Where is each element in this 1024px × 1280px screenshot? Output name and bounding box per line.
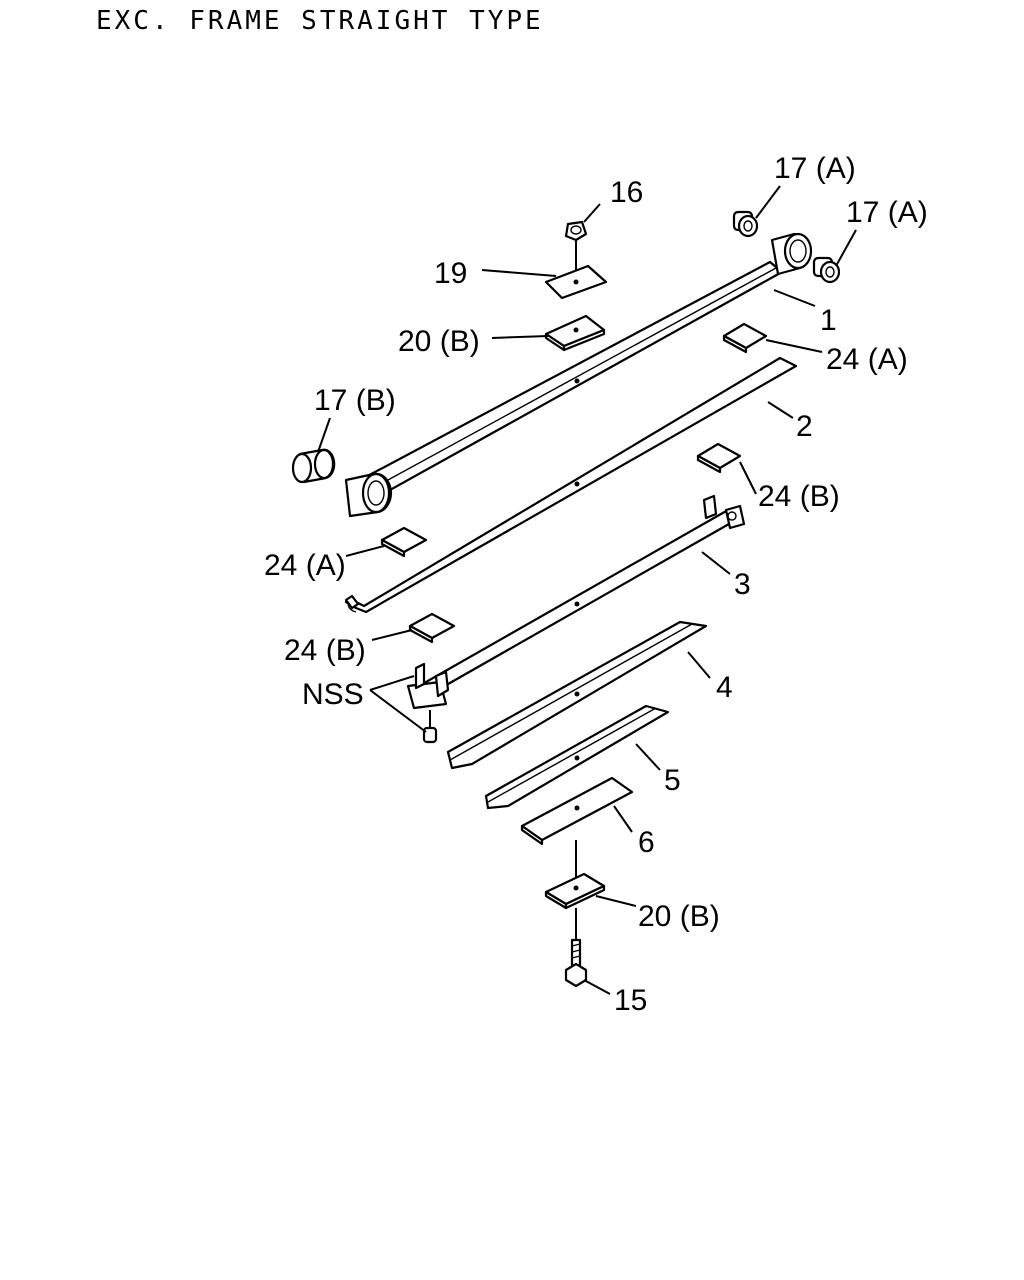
label-nss: NSS — [302, 678, 364, 711]
pad-24a-left — [380, 526, 428, 558]
label-2: 2 — [796, 410, 813, 443]
leaf-part-3 — [406, 494, 746, 710]
bush-17a-right — [812, 256, 841, 284]
pad-24b-right — [696, 442, 742, 474]
label-24a-right: 24 (A) — [826, 343, 908, 376]
leaf-part-2 — [344, 356, 798, 614]
label-5: 5 — [664, 764, 681, 797]
plate-20b-bottom — [544, 872, 606, 910]
leaf-eye-rear — [770, 232, 813, 276]
diagram-title: EXC. FRAME STRAIGHT TYPE — [96, 6, 544, 36]
label-24b-left: 24 (B) — [284, 634, 366, 667]
label-20b-bottom: 20 (B) — [638, 900, 720, 933]
bush-17b — [291, 448, 336, 484]
leader-lines — [317, 185, 857, 995]
pad-24a-right — [722, 322, 768, 354]
label-17a-right: 17 (A) — [846, 196, 928, 229]
leaf-part-5 — [484, 704, 670, 810]
label-1: 1 — [820, 304, 837, 337]
nss-rivet — [422, 710, 438, 744]
label-17b: 17 (B) — [314, 384, 396, 417]
plate-20b-top — [544, 314, 606, 352]
nut-part-16 — [564, 220, 588, 280]
leaf-eye-front — [344, 472, 392, 518]
label-4: 4 — [716, 671, 733, 704]
label-19: 19 — [434, 257, 467, 290]
leaf-part-4 — [446, 620, 708, 770]
label-3: 3 — [734, 568, 751, 601]
label-24a-left: 24 (A) — [264, 549, 346, 582]
label-6: 6 — [638, 826, 655, 859]
label-17a-top: 17 (A) — [774, 152, 856, 185]
label-20b-top: 20 (B) — [398, 325, 480, 358]
bolt-part-15 — [564, 908, 588, 988]
label-15: 15 — [614, 984, 647, 1017]
leaf-part-6 — [520, 776, 634, 846]
label-24b-right: 24 (B) — [758, 480, 840, 513]
pad-24b-left — [408, 612, 456, 644]
bush-17a-top — [732, 210, 759, 238]
label-16: 16 — [610, 176, 643, 209]
